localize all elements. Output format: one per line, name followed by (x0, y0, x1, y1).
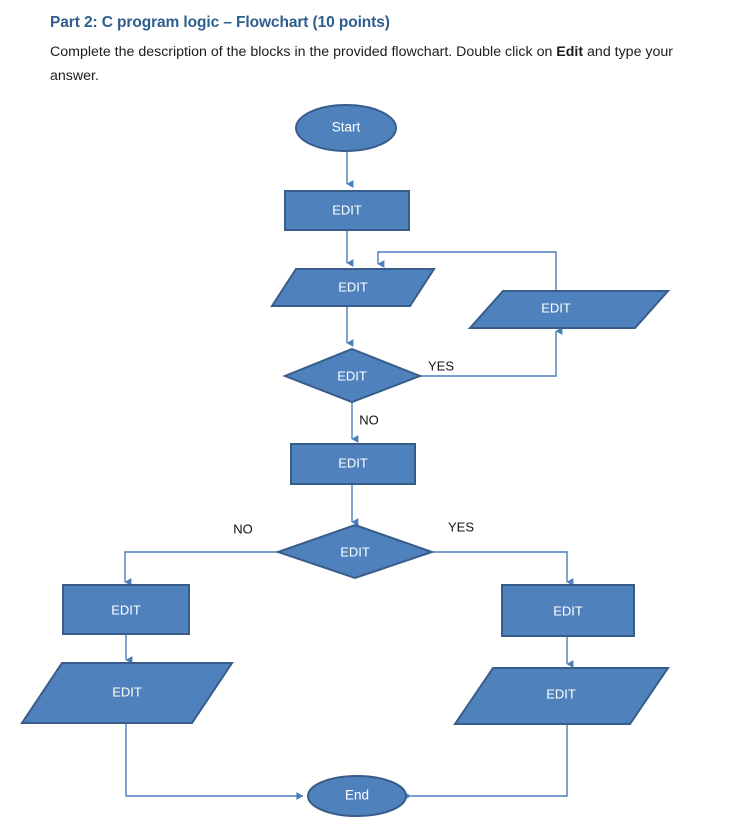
flow-node-start[interactable]: Start (295, 104, 397, 152)
flow-node-io-loop[interactable]: EDIT (467, 290, 671, 329)
io-shape-loop (467, 290, 671, 329)
instructions-paragraph: Complete the description of the blocks i… (50, 40, 695, 89)
branch-label-decision2-yes: YES (448, 519, 474, 534)
io-shape-left (20, 662, 234, 724)
terminator-shape-start (295, 104, 397, 152)
flow-node-process-left-label: EDIT (111, 602, 141, 617)
flow-node-decision-1[interactable]: EDIT (282, 347, 423, 404)
decision-shape-1 (282, 347, 423, 404)
flow-node-io-left-label: EDIT (112, 684, 142, 699)
decision-shape-2 (274, 523, 436, 580)
flow-node-process-2[interactable]: EDIT (290, 443, 416, 485)
instructions-edit-emphasis: Edit (556, 43, 584, 60)
instructions-text-tail: and type your answer. (50, 43, 674, 85)
flow-node-decision-2[interactable]: EDIT (274, 523, 436, 580)
flow-node-end-label: End (345, 788, 369, 803)
io-shape-1 (270, 268, 436, 307)
process-shape-left (62, 584, 190, 635)
connector-ioleft-to-end (125, 724, 304, 800)
instructions-block: Part 2: C program logic – Flowchart (10 … (50, 14, 695, 88)
flowchart-canvas: Start EDIT EDIT EDIT EDIT (0, 88, 736, 839)
io-shape-right (453, 667, 670, 725)
branch-label-decision1-yes: YES (428, 358, 454, 373)
flow-node-process-1[interactable]: EDIT (284, 190, 410, 231)
flow-node-process-2-label: EDIT (338, 455, 368, 470)
process-shape-1 (284, 190, 410, 231)
flow-node-io-1[interactable]: EDIT (270, 268, 436, 307)
instructions-text-lead: Complete the description of the blocks i… (50, 43, 557, 60)
flow-node-process-right-label: EDIT (553, 603, 583, 618)
connector-ioright-to-end (404, 724, 568, 800)
flow-node-io-left[interactable]: EDIT (20, 662, 234, 724)
flow-node-io-1-label: EDIT (338, 279, 368, 294)
flow-node-start-label: Start (332, 120, 361, 135)
page-title: Part 2: C program logic – Flowchart (10 … (50, 14, 390, 31)
flow-node-process-1-label: EDIT (332, 202, 362, 217)
connector-decision1-yes-to-ioloop (420, 327, 563, 377)
flow-node-process-left[interactable]: EDIT (62, 584, 190, 635)
connector-decision2-yes-to-processright (432, 551, 574, 586)
process-shape-right (501, 584, 635, 637)
flow-node-process-right[interactable]: EDIT (501, 584, 635, 637)
flow-node-io-right[interactable]: EDIT (453, 667, 670, 725)
branch-label-decision2-no: NO (233, 521, 253, 536)
flow-node-io-loop-label: EDIT (541, 300, 571, 315)
process-shape-2 (290, 443, 416, 485)
terminator-shape-end (307, 775, 407, 817)
flow-node-decision-1-label: EDIT (337, 368, 367, 383)
flow-node-end[interactable]: End (307, 775, 407, 817)
flow-node-io-right-label: EDIT (546, 686, 576, 701)
flow-node-decision-2-label: EDIT (340, 544, 370, 559)
connector-decision2-no-to-processleft (124, 551, 278, 586)
branch-label-decision1-no: NO (359, 412, 379, 427)
